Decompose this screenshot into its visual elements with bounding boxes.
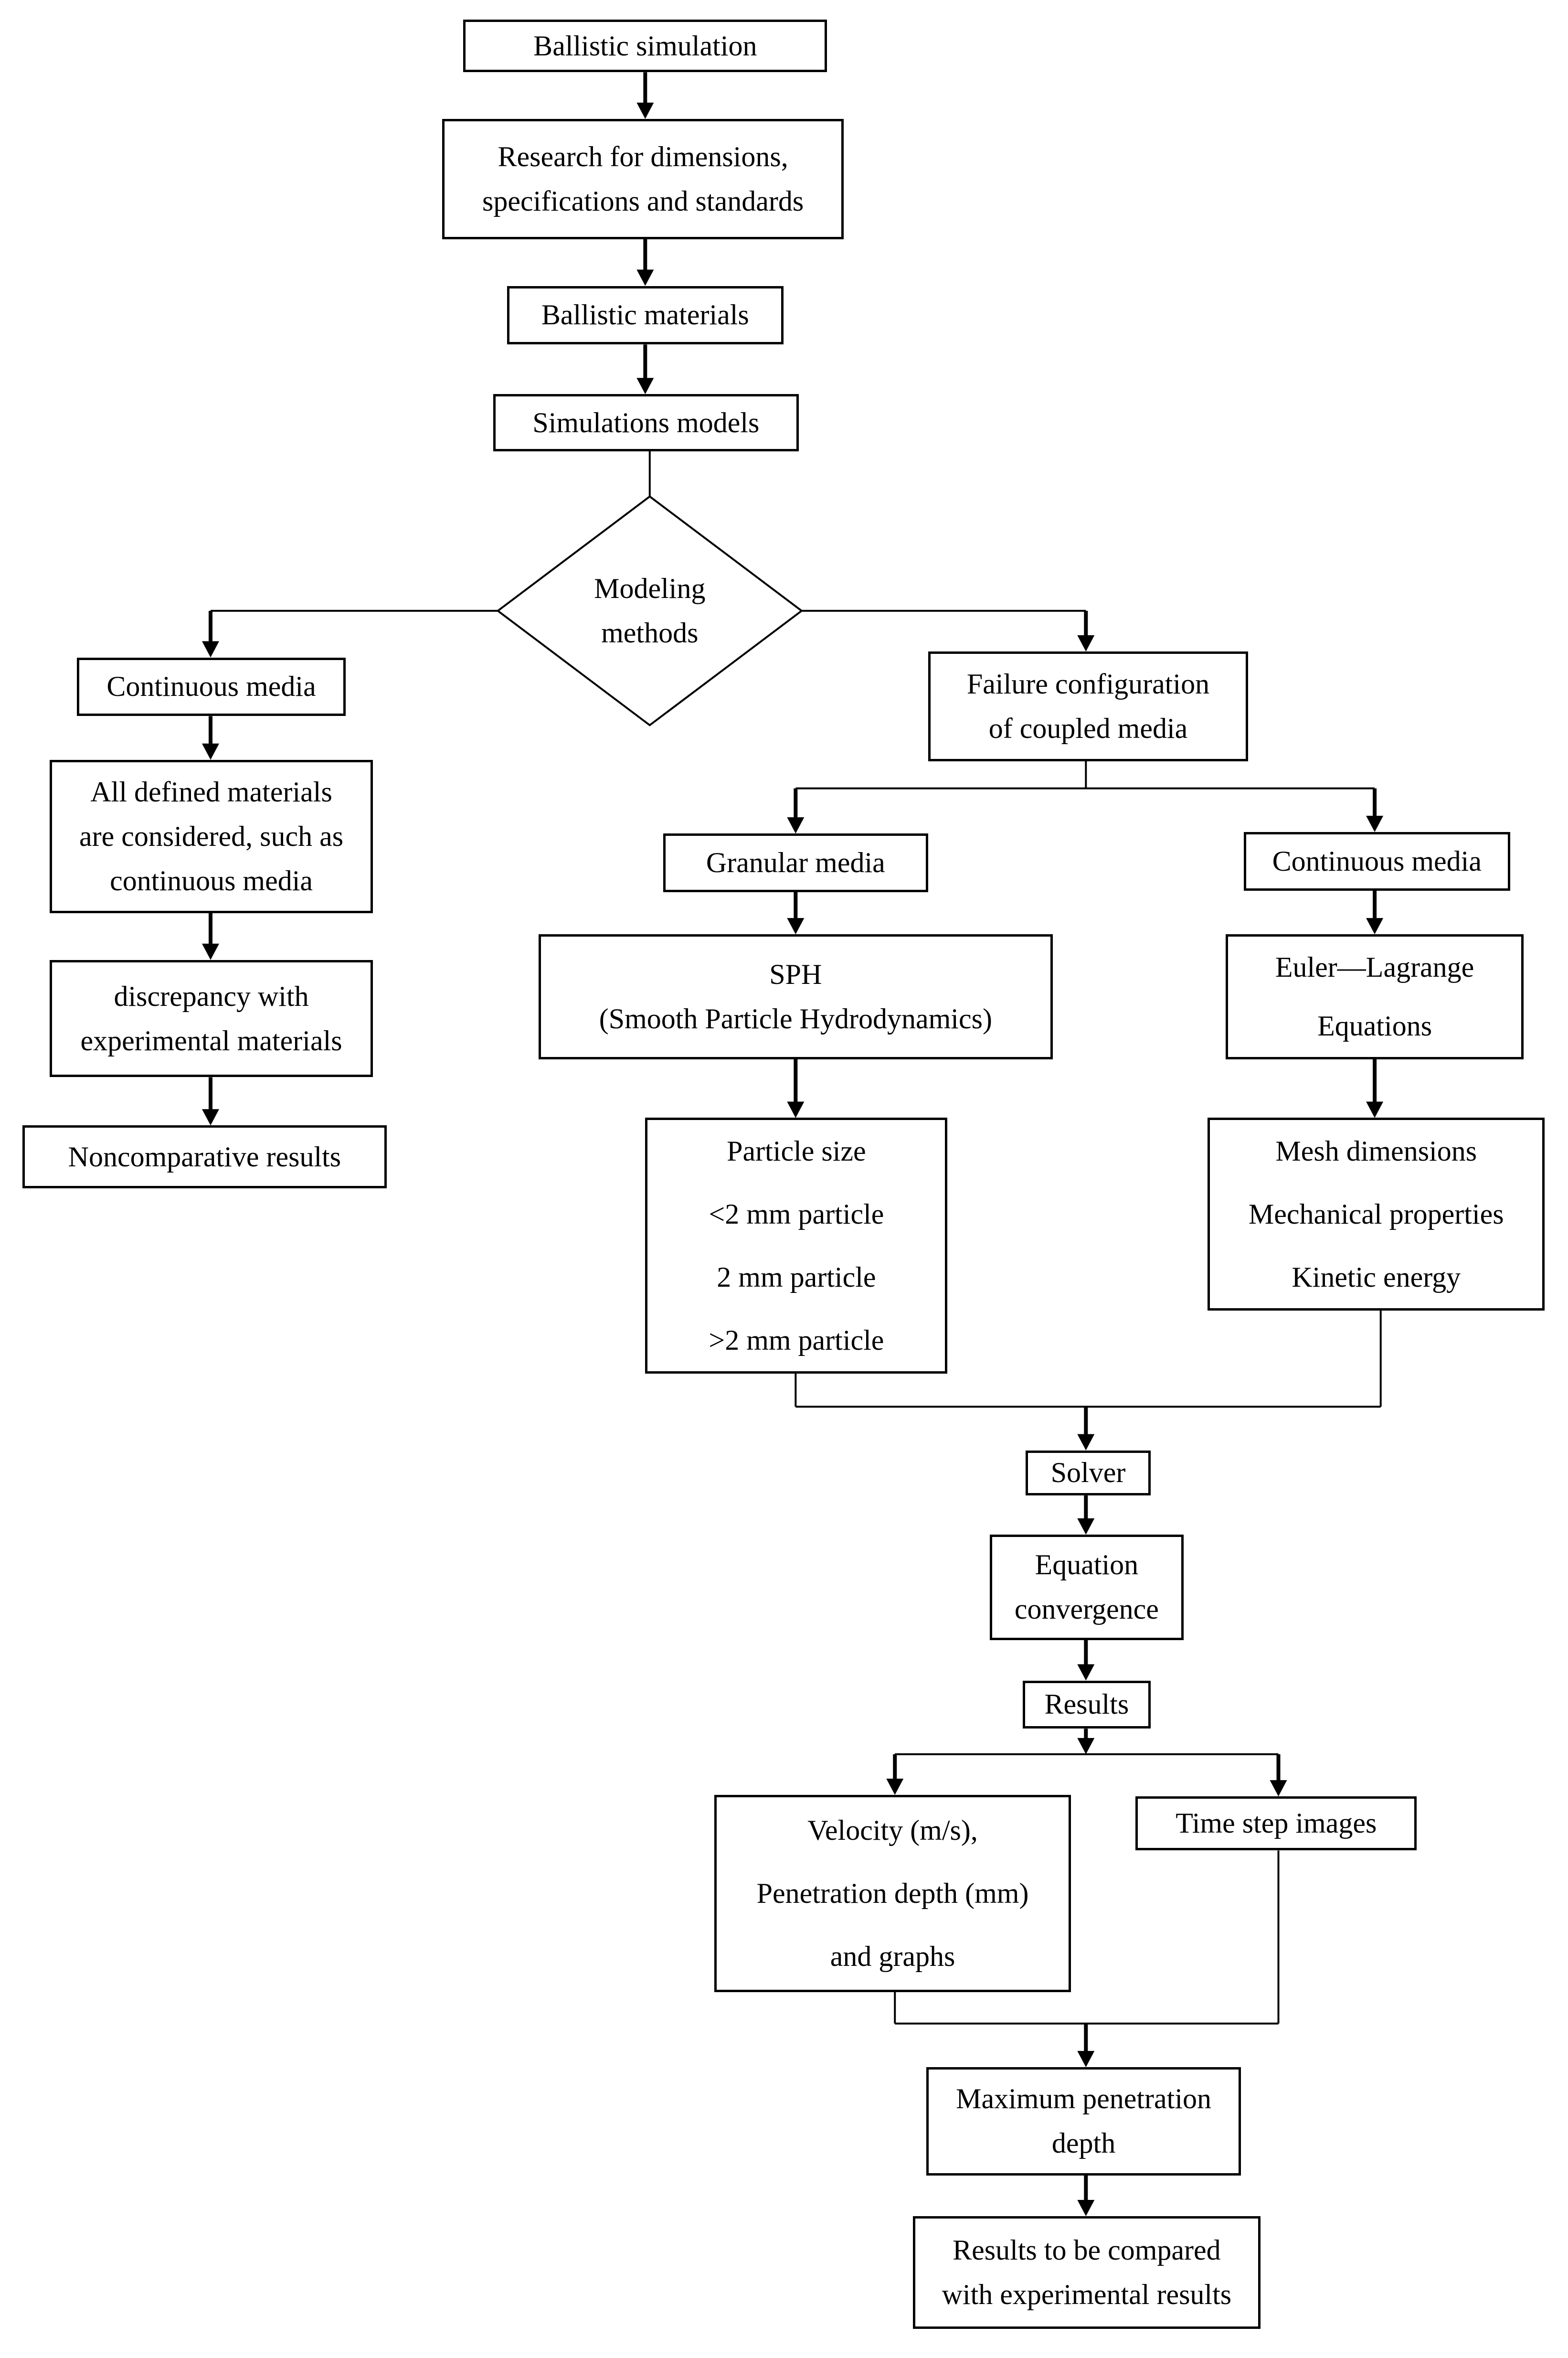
flow-arrow-6 [202,716,219,760]
granular-media-line-1: Granular media [706,847,885,879]
ballistic-materials-box: Ballistic materials [507,286,784,345]
flow-arrow-8 [202,1077,219,1126]
flow-arrow-13 [787,1059,805,1118]
flow-arrow-14 [1366,1059,1384,1118]
flow-arrow-7 [202,913,219,960]
discrepancy-box: discrepancy with experimental materials [49,960,373,1078]
flow-arrow-2 [636,239,654,286]
ballistic-materials-line-1: Ballistic materials [541,299,749,331]
time-step-images-line-1: Time step images [1176,1807,1377,1839]
all-defined-materials-line-1: All defined materials [90,776,332,808]
equation-convergence-line-1: Equation [1035,1549,1139,1581]
mesh-dimensions-line-2: Mechanical properties [1248,1198,1504,1230]
ballistic-simulation-box: Ballistic simulation [463,19,827,73]
modeling-methods-label: Modeling methods [558,542,742,680]
results-compared-box: Results to be compared with experimental … [913,2216,1261,2329]
sph-line-2: (Smooth Particle Hydrodynamics) [599,1003,992,1035]
flow-arrow-11 [787,892,805,935]
particle-size-box: Particle size <2 mm particle 2 mm particle… [645,1118,948,1374]
all-defined-materials-line-3: continuous media [110,864,313,896]
solver-box: Solver [1026,1450,1151,1496]
sph-line-1: SPH [769,958,822,990]
research-dimensions-line-1: Research for dimensions, [498,140,788,172]
results-line-1: Results [1044,1688,1129,1720]
flow-arrow-9 [787,788,805,834]
solver-line-1: Solver [1050,1457,1126,1489]
flow-arrow-17 [1077,1640,1095,1681]
all-defined-materials-box: All defined materials are considered, suc… [49,759,373,914]
simulation-models-line-1: Simulations models [532,406,760,438]
flow-arrow-19 [886,1754,904,1795]
sph-box: SPH (Smooth Particle Hydrodynamics) [538,934,1053,1059]
velocity-penetration-line-3: and graphs [830,1941,955,1973]
research-dimensions-box: Research for dimensions, specifications a… [442,118,844,239]
maximum-penetration-line-1: Maximum penetration [956,2083,1211,2115]
discrepancy-line-2: experimental materials [80,1024,342,1056]
failure-configuration-line-2: of coupled media [988,712,1188,744]
maximum-penetration-box: Maximum penetration depth [926,2067,1241,2176]
flow-arrow-4 [202,610,219,658]
all-defined-materials-line-2: are considered, such as [79,820,344,852]
mesh-dimensions-line-1: Mesh dimensions [1275,1135,1477,1167]
flow-arrow-5 [1077,610,1095,651]
time-step-images-box: Time step images [1135,1796,1417,1851]
velocity-penetration-line-2: Penetration depth (mm) [756,1878,1029,1910]
results-compared-line-1: Results to be compared [953,2234,1221,2266]
modeling-methods-diamond [496,495,804,726]
velocity-penetration-box: Velocity (m/s), Penetration depth (mm) and… [714,1794,1071,1992]
flow-arrow-15 [1077,1407,1095,1451]
research-dimensions-line-2: specifications and standards [482,185,804,217]
modeling-methods-line-2: methods [601,617,699,649]
particle-size-line-1: Particle size [727,1135,866,1167]
modeling-methods-line-1: Modeling [594,572,706,604]
equation-convergence-box: Equation convergence [989,1535,1184,1640]
ballistic-simulation-line-1: Ballistic simulation [533,30,757,62]
flow-arrow-18 [1077,1728,1095,1754]
continuous-media-right-box: Continuous media [1244,832,1510,891]
results-compared-line-2: with experimental results [942,2279,1232,2311]
flow-arrow-3 [636,344,654,395]
euler-lagrange-line-1: Euler—Lagrange [1275,951,1474,983]
continuous-media-left-line-1: Continuous media [106,671,316,703]
particle-size-line-2: <2 mm particle [709,1198,884,1230]
flow-arrow-1 [636,72,654,119]
flow-arrow-12 [1366,890,1384,935]
mesh-dimensions-line-3: Kinetic energy [1292,1261,1461,1293]
failure-configuration-box: Failure configuration of coupled media [928,651,1249,761]
equation-convergence-line-2: convergence [1014,1593,1159,1625]
simulation-models-box: Simulations models [493,394,799,451]
flow-arrow-20 [1270,1754,1287,1797]
continuous-media-left-box: Continuous media [76,657,346,716]
particle-size-line-3: 2 mm particle [717,1261,876,1293]
particle-size-line-4: >2 mm particle [709,1324,884,1356]
noncomparative-results-box: Noncomparative results [22,1125,387,1189]
flow-arrow-10 [1366,788,1384,832]
euler-lagrange-line-2: Equations [1317,1010,1432,1042]
failure-configuration-line-1: Failure configuration [966,668,1210,700]
noncomparative-results-line-1: Noncomparative results [68,1141,341,1173]
results-box: Results [1023,1680,1151,1729]
maximum-penetration-line-2: depth [1051,2127,1116,2159]
flow-arrow-16 [1077,1495,1095,1535]
granular-media-box: Granular media [663,833,928,892]
flow-arrow-21 [1077,2023,1095,2068]
discrepancy-line-1: discrepancy with [114,980,309,1012]
velocity-penetration-line-1: Velocity (m/s), [807,1814,978,1846]
continuous-media-right-line-1: Continuous media [1272,845,1482,877]
flow-arrow-22 [1077,2175,1095,2216]
